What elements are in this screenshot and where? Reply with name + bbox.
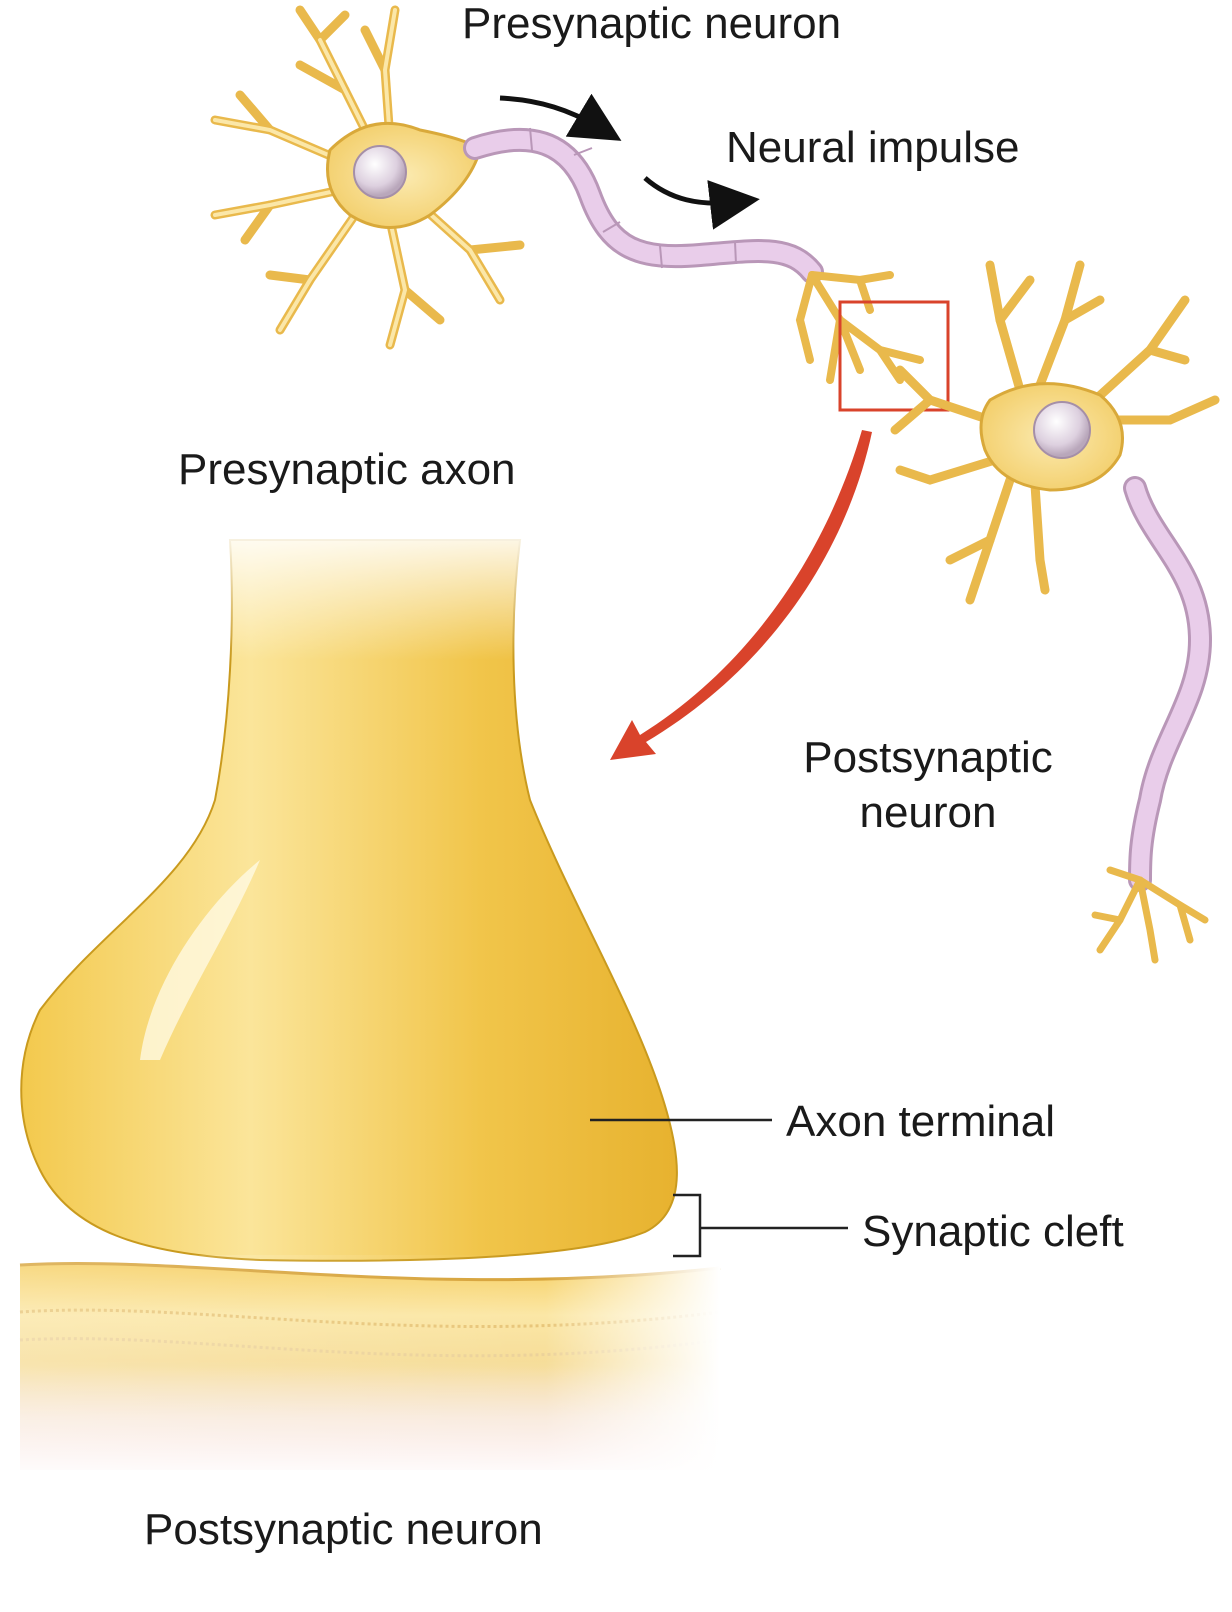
presynaptic-neuron-cell [210,5,525,350]
label-presynaptic-axon: Presynaptic axon [178,445,516,494]
postsynaptic-neuron-cell [890,260,1220,964]
postsynaptic-membrane [19,1255,721,1480]
zoom-box [838,300,950,412]
nucleus [353,145,407,199]
presynaptic-axon-fiber [463,127,824,284]
axon-terminal-body [20,520,678,1262]
label-postsynaptic-neuron-right: Postsynaptic neuron [778,730,1078,840]
leader-lines [590,1118,848,1258]
terminal-branches [795,271,924,384]
label-postsynaptic-neuron-right-line1: Postsynaptic [803,733,1053,782]
label-axon-terminal: Axon terminal [786,1097,1056,1146]
label-neural-impulse: Neural impulse [726,123,1020,172]
label-postsynaptic-neuron-bottom: Postsynaptic neuron [144,1505,543,1554]
label-postsynaptic-neuron-right-line2: neuron [859,788,997,837]
label-synaptic-cleft: Synaptic cleft [862,1207,1124,1256]
nucleus-post [1033,401,1091,459]
impulse-arrows [499,93,760,230]
label-presynaptic-neuron: Presynaptic neuron [462,0,842,48]
zoom-arrow [610,430,872,760]
